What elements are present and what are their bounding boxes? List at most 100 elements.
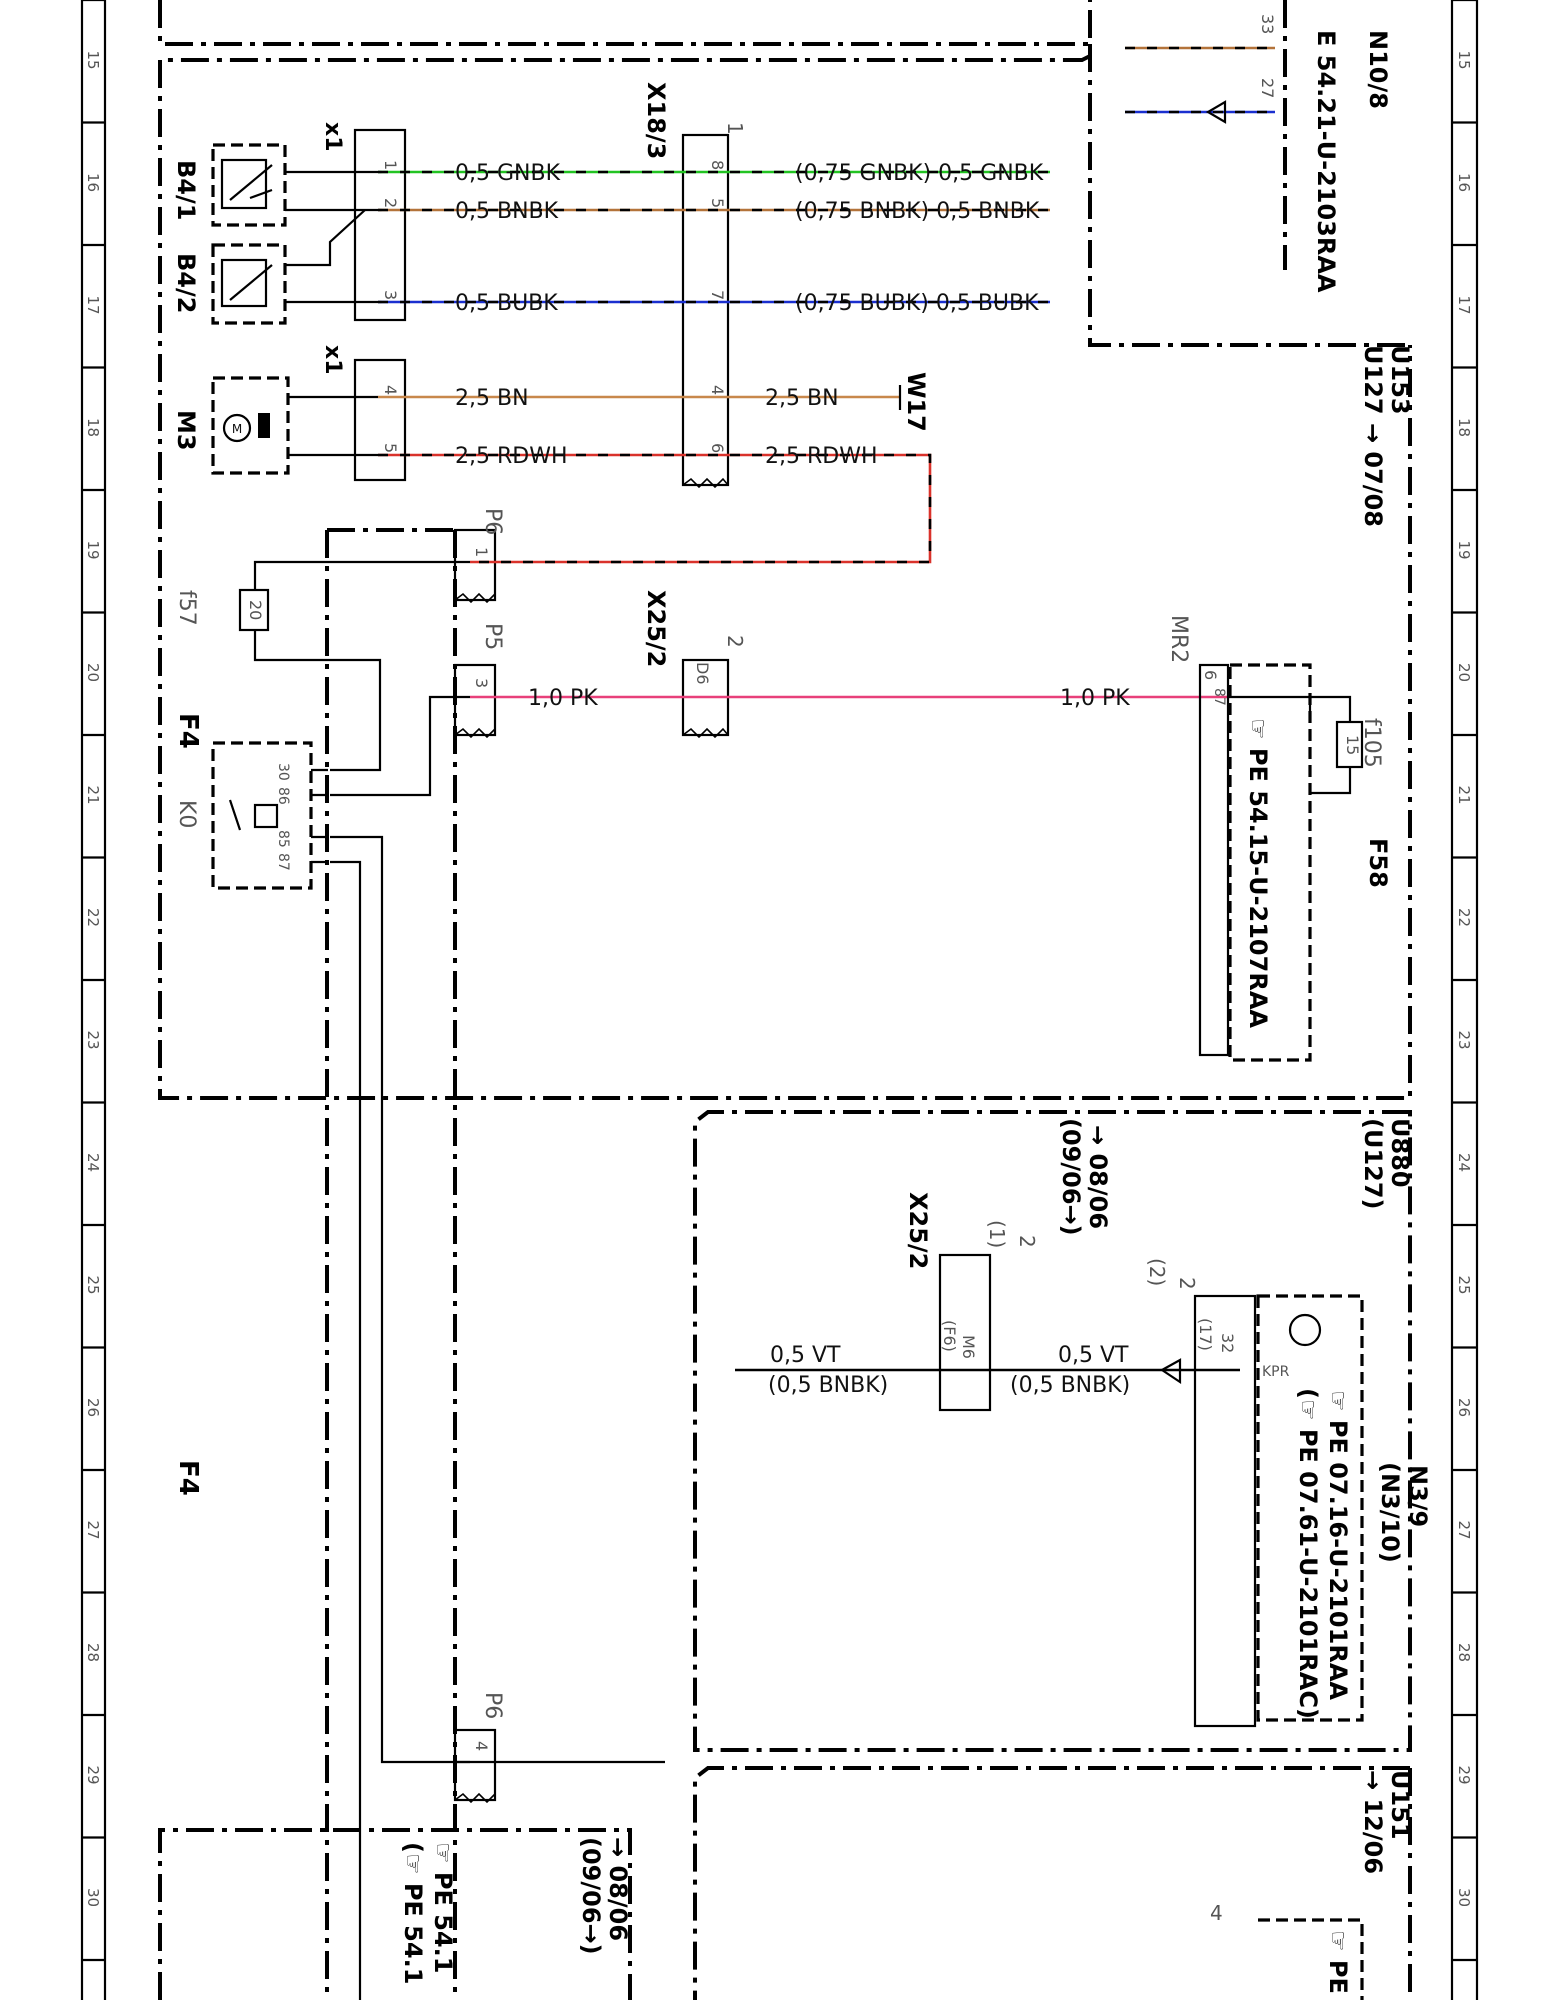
wire-rdwh [378,453,932,564]
label-b4-2: B4/2 [172,253,200,313]
label-n10-8-pin-33: 33 [1258,14,1277,34]
ruler-number: 21 [84,785,102,804]
ruler-number: 18 [84,418,102,437]
ruler-number: 21 [1455,785,1473,804]
label-f57: f57 [174,590,199,626]
label-f105-rating: 15 [1343,735,1362,755]
label-p5: P5 [480,623,505,650]
f4-wiring [238,560,665,2000]
ruler-number: 27 [84,1520,102,1539]
ruler-number: 22 [1455,908,1473,927]
wire-label-bn-b: 2,5 BN [765,386,839,411]
module-frames [158,0,1412,2000]
pin-x1-2: 2 [381,198,400,208]
svg-text:M: M [232,422,242,436]
label-f58-pe: ☞ PE 54.15-U-2107RAA [1244,718,1272,1028]
label-x25-2-b-alt: (1) [985,1220,1009,1248]
label-u880-ref1: → 08/06 [1084,1125,1112,1229]
label-u151: U151 [1386,1770,1414,1840]
wire-label-bn-a: 2,5 BN [455,386,529,411]
label-mr2: MR2 [1166,615,1191,663]
connector-x1-top [353,128,407,322]
label-m3: M3 [172,410,200,451]
ruler-number: 25 [1455,1275,1473,1294]
label-u880: U880 [1386,1118,1414,1188]
label-n10-8-ref: E 54.21-U-2103RAA [1312,30,1340,293]
label-x25-2-b-num: 2 [1015,1235,1039,1248]
label-n3-9-pe2: (☞ PE 07.61-U-2101RAC) [1294,1388,1322,1719]
wire-label-gnbk-b: (0,75 GNBK) 0,5 GNBK [795,161,1044,186]
label-n3-9: N3/9 [1404,1465,1432,1527]
label-n3-9-pe1: ☞ PE 07.16-U-2101RAA [1324,1390,1352,1700]
wire-n10-bottom [1125,100,1275,124]
pin-x18-8: 8 [708,160,727,170]
wire-label-gnbk-a: 0,5 GNBK [455,161,561,186]
label-n3-9-alt: (N3/10) [1376,1462,1404,1563]
connector-x18-3 [681,133,730,489]
ruler-number: 28 [1455,1643,1473,1662]
label-x18-3: X18/3 [642,82,670,159]
ruler-number: 25 [84,1275,102,1294]
fuse-f105 [1198,663,1364,1057]
wire-label-vt-a-alt: (0,5 BNBK) [768,1373,888,1398]
ruler-number: 20 [84,663,102,682]
wire-label-bnbk-b: (0,75 BNBK) 0,5 BNBK [795,199,1040,224]
label-f58-pin-87: 87 [1211,688,1227,706]
pin-x1-5: 5 [381,443,400,453]
label-u153-ref: U127 → 07/08 [1359,345,1387,527]
ruler-number: 18 [1455,418,1473,437]
wire-label-pk-b: 1,0 PK [1060,686,1130,711]
ruler-ticks [82,0,1477,1962]
sensor-b4-1 [211,143,378,227]
label-relay-pin-85: 85 [275,830,291,848]
connector-p5 [453,663,497,739]
label-x25-2-a-pin: D6 [693,662,712,685]
ruler-number: 27 [1455,1520,1473,1539]
wire-label-bubk-b: (0,75 BUBK) 0,5 BUBK [795,291,1039,316]
ruler-number: 16 [1455,173,1473,192]
label-w17: W17 [902,372,930,432]
label-n10-8-pin-27: 27 [1258,78,1277,98]
label-p6-bottom: P6 [480,1692,505,1719]
label-bottom-pe1: ☞ PE 54.1 [429,1842,457,1973]
ruler-number: 19 [1455,540,1473,559]
pin-x1-1: 1 [381,160,400,170]
label-p6-top: P6 [480,508,505,535]
label-x25-2-b-pin: M6 [959,1335,978,1359]
ruler-number: 23 [84,1030,102,1049]
label-p6-bottom-pin: 4 [472,1741,491,1751]
label-bottom-ref1: → 08/06 [604,1837,632,1941]
ruler-number: 24 [84,1153,102,1172]
ruler-number: 15 [1455,50,1473,69]
label-p5-pin: 3 [472,678,491,688]
wire-label-pk-a: 1,0 PK [528,686,598,711]
ruler-number: 22 [84,908,102,927]
ruler-number: 16 [84,173,102,192]
label-f4: F4 [173,713,203,749]
right-ruler [1450,0,1479,2000]
ruler-number: 29 [1455,1765,1473,1784]
label-u151-pin: 4 [1210,1901,1223,1925]
ruler-number: 30 [1455,1888,1473,1907]
label-n3-term: KPR [1262,1364,1290,1380]
ruler-number: 17 [84,295,102,314]
pin-x1-3: 3 [381,290,400,300]
wire-label-bubk-a: 0,5 BUBK [455,291,558,316]
label-bottom-ref2: (09/06→) [577,1837,605,1955]
ruler-number: 30 [84,1888,102,1907]
connector-p6-bottom [453,1728,497,1804]
wire-stripe [378,453,932,564]
wire-bn [378,385,902,410]
x25-2-bottom-box [938,1253,992,1412]
pin-x18-7: 7 [708,290,727,300]
wire-label-rdwh-a: 2,5 RDWH [455,444,568,469]
wire-label-rdwh-b: 2,5 RDWH [765,444,878,469]
pin-x18-4: 4 [708,385,727,395]
ruler-number: 26 [1455,1398,1473,1417]
label-n3-num: 2 [1175,1277,1199,1290]
label-u880-ref2: (09/06→) [1057,1118,1085,1236]
labels: B4/1 B4/2 M3 x1 x1 X18/3 1 X25/2 2 D6 P6… [172,14,1432,1994]
label-n3-pin: 32 [1218,1333,1237,1353]
